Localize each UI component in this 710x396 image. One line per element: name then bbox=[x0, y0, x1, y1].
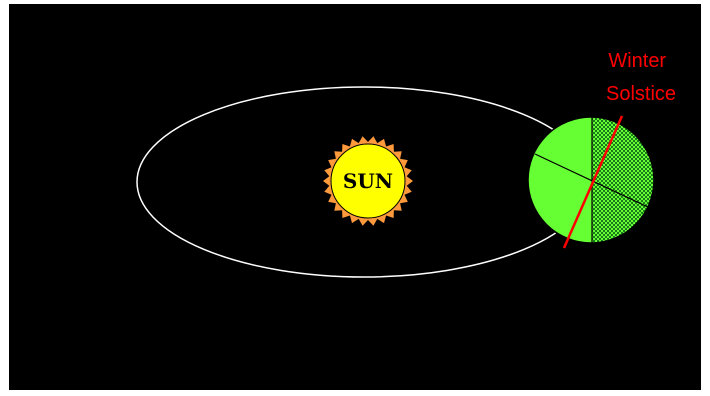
earth bbox=[528, 114, 662, 249]
diagram-canvas: SUN Winter Solstice bbox=[9, 4, 701, 390]
earth-orbit-diagram: SUN Winter Solstice bbox=[9, 4, 701, 390]
winter-word: Winter bbox=[608, 50, 666, 72]
winter-solstice-label: Winter Solstice bbox=[606, 50, 676, 105]
earth-night-side bbox=[592, 114, 662, 249]
sun-label: SUN bbox=[343, 169, 393, 193]
solstice-word: Solstice bbox=[606, 83, 676, 105]
